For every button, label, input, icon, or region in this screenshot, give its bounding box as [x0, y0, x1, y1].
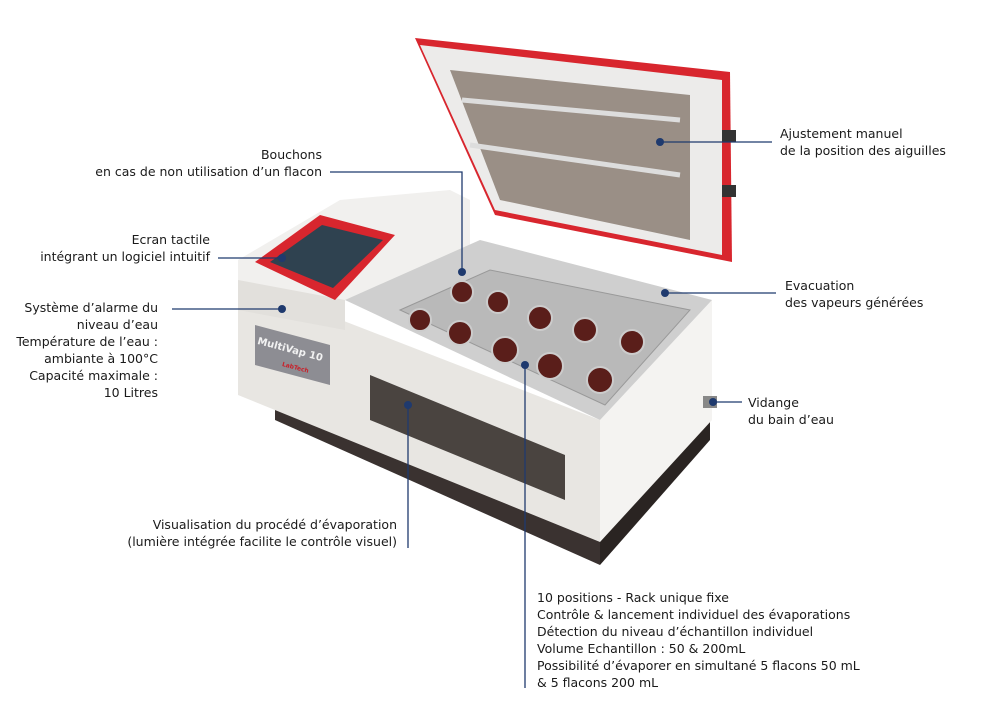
body-side — [600, 300, 712, 542]
lid-window — [450, 70, 690, 240]
callout-vapour: Evacuation des vapeurs générées — [785, 278, 924, 310]
callout-touchscreen: Ecran tactile intégrant un logiciel intu… — [40, 232, 210, 264]
callout-dots — [278, 138, 717, 409]
needle-knob — [722, 130, 736, 142]
viewing-window — [370, 375, 565, 500]
callout-rack: 10 positions - Rack unique fixe Contrôle… — [537, 590, 860, 690]
brand-plate — [255, 325, 330, 385]
vials — [408, 280, 645, 394]
callout-lines — [172, 141, 776, 688]
callout-caps: Bouchons en cas de non utilisation d’un … — [95, 147, 322, 179]
callout-window: Visualisation du procédé d’évaporation (… — [127, 517, 397, 549]
callout-drain: Vidange du bain d’eau — [748, 395, 834, 427]
callout-alarm: Système d’alarme du niveau d’eau Tempéra… — [16, 300, 158, 400]
callout-needles: Ajustement manuel de la position des aig… — [780, 126, 946, 158]
